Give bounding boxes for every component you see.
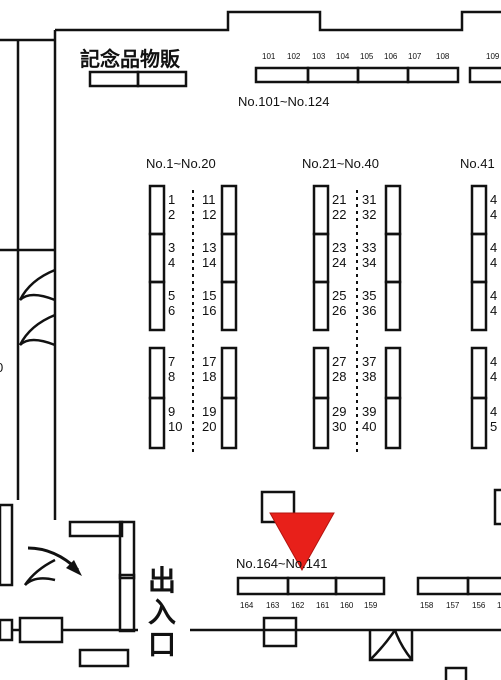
booth-number: 9 — [168, 404, 175, 419]
booth-number: 20 — [202, 419, 216, 434]
door-curve-4 — [19, 338, 56, 347]
booth-number-bottom: 162 — [291, 601, 305, 610]
booth-number-bottom: 157 — [446, 601, 460, 610]
booth-number: 40 — [362, 419, 376, 434]
entrance-char-1: 出 — [148, 564, 176, 597]
booth-number: 33 — [362, 240, 376, 255]
booth-number: 34 — [362, 255, 376, 270]
booth-number: 4 — [490, 207, 497, 222]
booth-number: 4 — [490, 303, 497, 318]
booth-number-bottom: 164 — [240, 601, 254, 610]
booth-number-bottom: 156 — [472, 601, 486, 610]
booth-number: 4 — [490, 288, 497, 303]
booth-number: 25 — [332, 288, 346, 303]
booth-number: 12 — [202, 207, 216, 222]
booth-number-top: 106 — [384, 52, 398, 61]
col1-header: No.1~No.20 — [146, 156, 216, 171]
booth-number-top: 104 — [336, 52, 350, 61]
booth-number: 37 — [362, 354, 376, 369]
booth-number: 19 — [202, 404, 216, 419]
booth-number: 2 — [168, 207, 175, 222]
door-curve-3 — [18, 313, 56, 346]
booth-number: 38 — [362, 369, 376, 384]
booth-number: 13 — [202, 240, 216, 255]
booth-number: 18 — [202, 369, 216, 384]
booth-number: 32 — [362, 207, 376, 222]
booth-number-top: 101 — [262, 52, 276, 61]
booth-number: 39 — [362, 404, 376, 419]
booth-number: 4 — [490, 404, 497, 419]
booth-number: 24 — [332, 255, 346, 270]
booth-number: 36 — [362, 303, 376, 318]
col3-header: No.41 — [460, 156, 495, 171]
bottom-door — [368, 630, 414, 662]
booth-number-top: 103 — [312, 52, 326, 61]
booth-number: 14 — [202, 255, 216, 270]
booth-number: 11 — [202, 192, 216, 207]
booth-number: 4 — [490, 354, 497, 369]
booth-number-bottom: 163 — [266, 601, 280, 610]
booth-number: 4 — [168, 255, 175, 270]
booth-number: 15 — [202, 288, 216, 303]
location-marker-icon — [269, 512, 335, 572]
booth-number: 22 — [332, 207, 346, 222]
booth-number-bottom: 159 — [364, 601, 378, 610]
door-curve-2 — [19, 293, 56, 302]
booth-number: 26 — [332, 303, 346, 318]
booth-number-top: 108 — [436, 52, 450, 61]
booth-number: 5 — [490, 419, 497, 434]
booth-number: 4 — [490, 192, 497, 207]
booth-number: 29 — [332, 404, 346, 419]
booth-number-bottom: 161 — [316, 601, 330, 610]
booth-number: 23 — [332, 240, 346, 255]
booth-number-top: 107 — [408, 52, 422, 61]
booth-number: 10 — [168, 419, 182, 434]
booth-number: 4 — [490, 369, 497, 384]
booth-number: 8 — [168, 369, 175, 384]
door-curve-6 — [24, 577, 56, 586]
col2-header: No.21~No.40 — [302, 156, 379, 171]
booth-number: 4 — [490, 255, 497, 270]
entrance-char-3: 口 — [148, 628, 176, 661]
booth-number-top: 109 — [486, 52, 500, 61]
booth-number-top: 102 — [287, 52, 301, 61]
booth-number-bottom: 1 — [497, 601, 501, 610]
booth-number: 21 — [332, 192, 346, 207]
booth-number: 30 — [332, 419, 346, 434]
range-bottom-label: No.164~No.141 — [236, 556, 327, 571]
booth-number: 31 — [362, 192, 376, 207]
door-curve-1 — [18, 268, 56, 301]
booth-number: 35 — [362, 288, 376, 303]
booth-number: 27 — [332, 354, 346, 369]
booth-number: 4 — [490, 240, 497, 255]
booth-number: 17 — [202, 354, 216, 369]
entrance-char-2: 入 — [148, 596, 176, 629]
booth-number: 16 — [202, 303, 216, 318]
partial-left-label: 0 — [0, 360, 3, 375]
wall-top — [55, 10, 501, 32]
souvenir-label: 記念品物販 — [80, 47, 181, 71]
booth-number: 28 — [332, 369, 346, 384]
booth-number: 1 — [168, 192, 175, 207]
booth-number-bottom: 158 — [420, 601, 434, 610]
booth-number-top: 105 — [360, 52, 374, 61]
booth-number-bottom: 160 — [340, 601, 354, 610]
booth-number: 3 — [168, 240, 175, 255]
booth-number: 5 — [168, 288, 175, 303]
booth-number: 7 — [168, 354, 175, 369]
booth-number: 6 — [168, 303, 175, 318]
range-top-label: No.101~No.124 — [238, 94, 329, 109]
